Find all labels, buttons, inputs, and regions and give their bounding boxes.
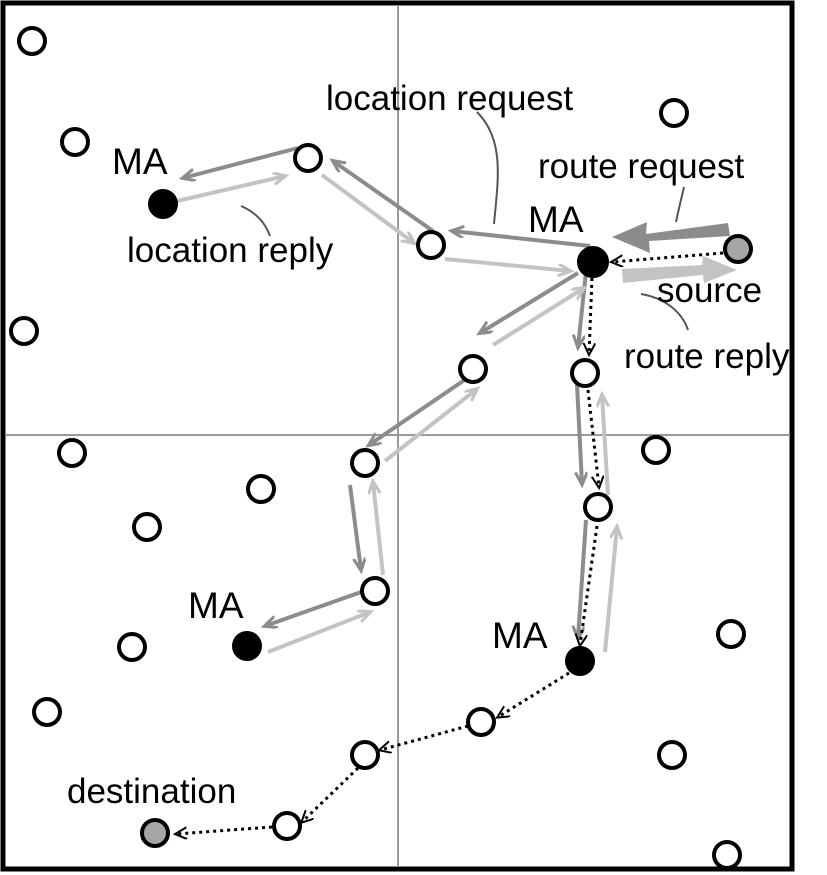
location-request-arrows	[183, 146, 591, 638]
node	[9, 316, 39, 346]
node	[712, 840, 742, 870]
node	[60, 127, 90, 157]
location-reply-label: location reply	[127, 231, 334, 270]
node	[360, 576, 390, 606]
route-reply-arrow	[622, 256, 737, 283]
node	[716, 619, 746, 649]
ma-node-bottom-right	[565, 646, 595, 676]
diagram-border	[0, 0, 795, 872]
destination-node	[140, 818, 170, 848]
node	[458, 354, 488, 384]
node	[57, 438, 87, 468]
node	[350, 448, 380, 478]
location-request-label: location request	[326, 79, 573, 118]
source-label: source	[657, 271, 762, 310]
ma-node-top-right	[577, 246, 609, 278]
route-reply-label: route reply	[624, 337, 790, 376]
route-path	[176, 251, 724, 834]
node	[17, 26, 47, 56]
route-request-label: route request	[538, 147, 745, 186]
ma-label-bottom-right: MA	[492, 615, 548, 656]
ma-node-bottom-left	[232, 631, 262, 661]
node	[416, 230, 446, 260]
node	[570, 358, 600, 388]
ma-node-top-left	[148, 189, 178, 219]
destination-label: destination	[67, 772, 236, 811]
node	[350, 740, 380, 770]
node	[466, 707, 496, 737]
location-reply-arrows	[159, 175, 617, 654]
node	[659, 98, 689, 128]
node	[246, 474, 276, 504]
ma-label-top-left: MA	[112, 141, 168, 182]
node	[657, 740, 687, 770]
node	[132, 512, 162, 542]
node	[293, 143, 323, 173]
node	[641, 435, 671, 465]
node	[117, 632, 147, 662]
source-node	[723, 234, 753, 264]
node	[32, 697, 62, 727]
label-leaders	[240, 111, 689, 331]
route-request-arrow	[612, 222, 730, 253]
mobile-agent-nodes	[148, 189, 609, 676]
node	[272, 811, 302, 841]
ordinary-nodes	[9, 26, 746, 870]
node	[583, 492, 613, 522]
ma-label-bottom-left: MA	[188, 585, 244, 626]
ma-label-top-right: MA	[528, 199, 584, 240]
